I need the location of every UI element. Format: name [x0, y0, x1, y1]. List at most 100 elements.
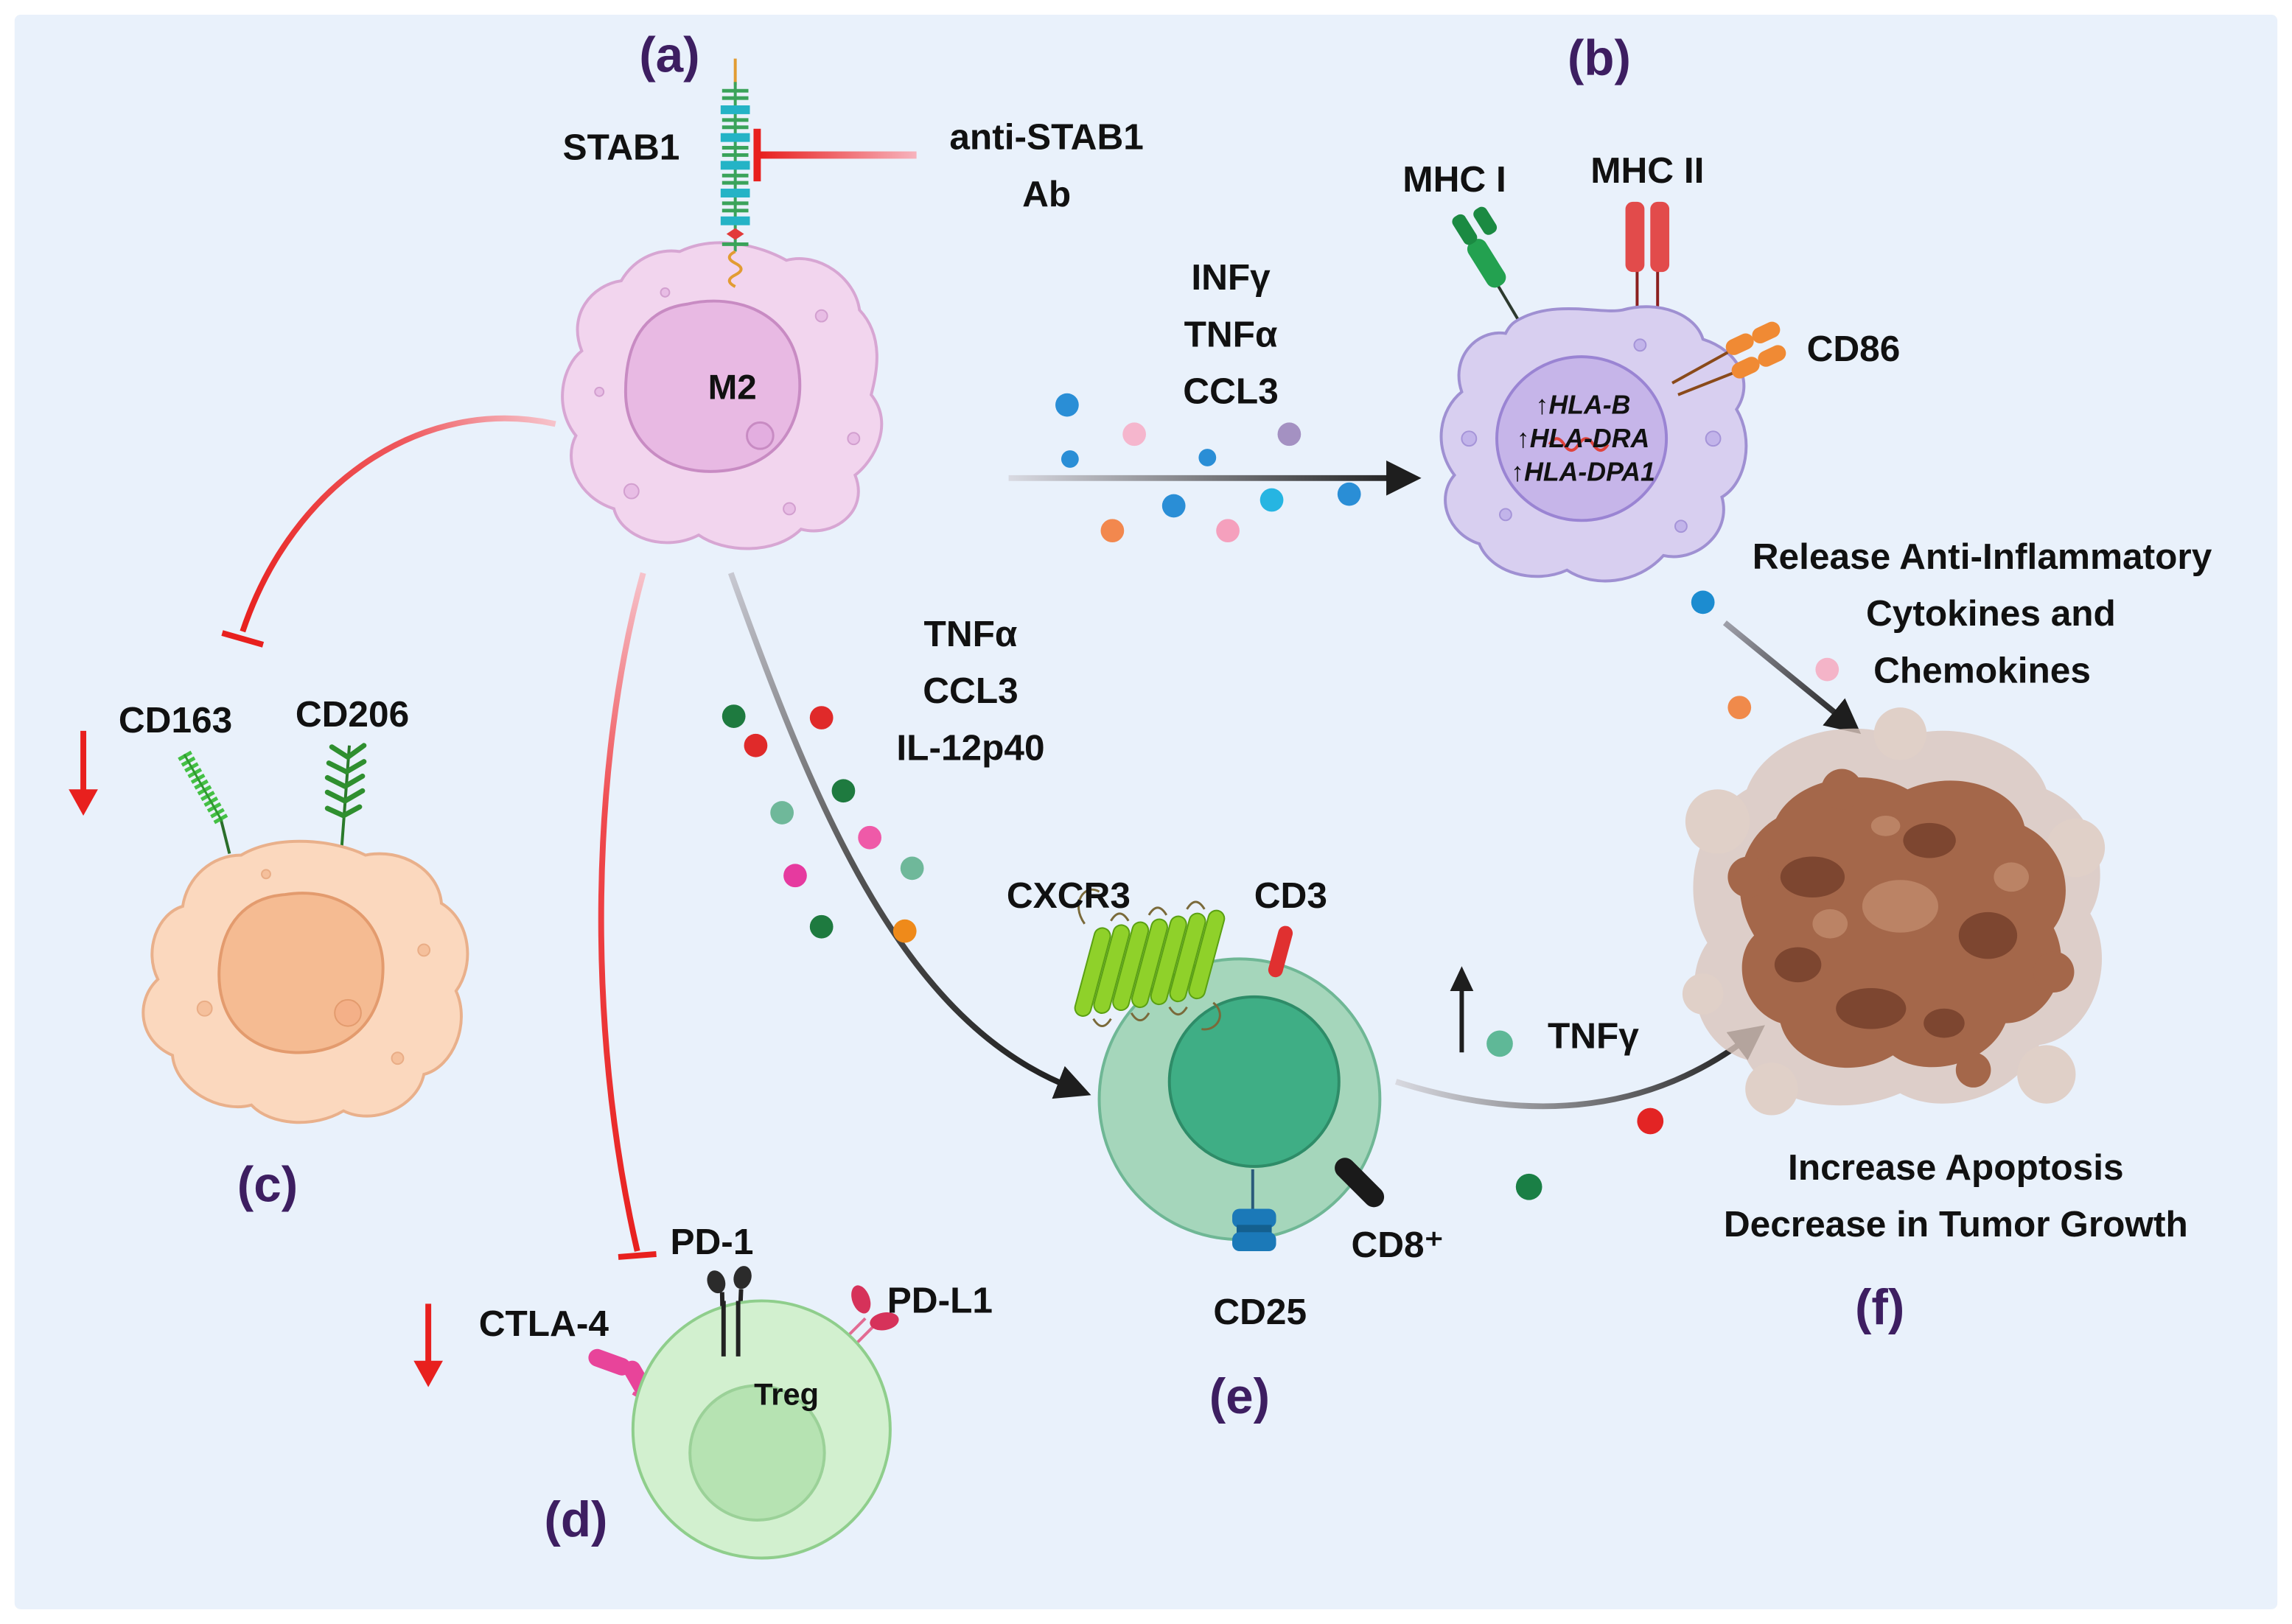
release-text-line1: Release Anti-Inflammatory	[1753, 536, 2212, 577]
cd25-domain	[1232, 1208, 1276, 1228]
cd163-stalk	[219, 818, 231, 855]
stab1-transmembrane	[727, 250, 743, 288]
stab1-link-domain	[726, 228, 744, 240]
cytokine-dot	[1161, 494, 1186, 518]
cxcr3-helix	[1131, 918, 1168, 1009]
cd86-domain	[1758, 345, 1786, 367]
tumor-dark-patch	[1780, 856, 1845, 898]
stab1-fas1-domain	[720, 161, 750, 170]
m2-vesicle	[814, 309, 828, 323]
panel-label-f: (f)	[1855, 1280, 1904, 1335]
panel-label-a: (a)	[639, 27, 699, 83]
tumor-halo-blob	[2017, 1045, 2076, 1104]
cxcr3-helix	[1112, 921, 1150, 1012]
cytokine-dot	[1815, 657, 1839, 682]
apc-cell-nucleus	[1495, 355, 1669, 522]
activation-arrow-icon	[1722, 620, 1862, 735]
apc-vesicle	[1705, 430, 1722, 447]
cd8-cell-nucleus	[1167, 995, 1341, 1168]
gene-name: HLA-DRA	[1530, 424, 1650, 453]
cytokine-dot	[831, 779, 856, 803]
release-text-line3: Chemokines	[1873, 649, 2091, 690]
antigen-presenting-cell: MHC I MHC II CD86 ↑HLA-B ↑HLA-DRA ↑HLA-D…	[1402, 150, 1900, 583]
cytokine-dot	[1061, 450, 1079, 468]
panel-label-c: (c)	[237, 1158, 298, 1213]
m2-marker-inhibition	[221, 415, 556, 648]
apc-to-tumor-release: Release Anti-Inflammatory Cytokines and …	[1691, 536, 2212, 735]
tumor-lobe	[1727, 856, 1769, 898]
cytokine-dot	[1637, 1107, 1664, 1135]
repolarized-macrophage: CD163 CD206	[69, 693, 469, 1124]
m2-to-cd8-activation: TNFα CCL3 IL-12p40	[722, 572, 1091, 1099]
m2-vesicle	[594, 386, 605, 397]
cd206-label: CD206	[296, 693, 409, 735]
cytokine-dot	[1486, 1030, 1513, 1057]
repolarized-vesicle	[261, 869, 271, 880]
mhc-ii-label: MHC II	[1590, 150, 1704, 191]
panel-label-e: (e)	[1209, 1369, 1270, 1424]
cytokine-dot	[809, 914, 834, 939]
panel-label-d: (d)	[544, 1492, 607, 1547]
cd25-label: CD25	[1213, 1291, 1307, 1332]
tumor-halo-blob	[1682, 973, 1724, 1015]
cd3-label: CD3	[1254, 875, 1327, 916]
tumor-halo-blob	[1873, 707, 1927, 760]
inhibition-line	[240, 415, 556, 633]
m2-vesicle	[746, 421, 775, 450]
cytokine-label-ccl3: CCL3	[923, 670, 1018, 711]
m2-to-apc-activation: INFγ TNFα CCL3	[1008, 256, 1422, 543]
outcome-text-line1: Increase Apoptosis	[1788, 1147, 2124, 1188]
repolarized-vesicle	[334, 998, 362, 1027]
tumor-halo-blob	[1745, 1063, 1798, 1116]
repolarized-vesicle	[417, 943, 431, 957]
inhibition-bar-icon	[618, 1251, 657, 1260]
mhc-i-receptor	[1452, 206, 1526, 332]
cytokine-dot	[1198, 449, 1217, 466]
tumor-halo-blob	[2046, 818, 2106, 878]
cytokine-dot	[1515, 1173, 1542, 1200]
tumor-dark-patch	[1958, 911, 2018, 959]
cytokine-dot	[744, 733, 768, 757]
tnfg-label: TNFγ	[1548, 1015, 1639, 1056]
cd86-stalk	[1677, 371, 1735, 396]
mhc-ii-beta-chain	[1650, 201, 1670, 273]
gene-hla-dra: ↑HLA-DRA	[1517, 424, 1649, 453]
cytokine-label-il12p40: IL-12p40	[896, 727, 1044, 769]
cytokine-dot	[1691, 590, 1715, 615]
stab1-receptor: STAB1	[563, 58, 750, 288]
cd206-domains	[324, 743, 367, 819]
mhc-ii-receptor	[1625, 201, 1670, 328]
treg-cell-nucleus	[688, 1384, 826, 1522]
cxcr3-receptor	[1074, 888, 1226, 1031]
cytokine-dot	[1337, 482, 1361, 506]
mhc-i-domain	[1452, 214, 1478, 245]
ctla4-domain	[588, 1348, 631, 1376]
cytokine-dot	[1727, 696, 1752, 720]
mhc-i-label: MHC I	[1402, 158, 1506, 200]
activation-arrow-icon	[727, 572, 1091, 1099]
apc-vesicle	[1674, 519, 1688, 533]
dna-strand-icon	[1548, 437, 1610, 452]
pd1-label: PD-1	[670, 1221, 753, 1262]
down-arrow-head	[69, 789, 98, 816]
gene-hla-b: ↑HLA-B	[1536, 391, 1631, 420]
stab1-fas1-domain	[720, 189, 750, 197]
cytokine-dot	[1216, 519, 1240, 543]
m2-vesicle	[623, 483, 640, 500]
tumor-lobe	[1821, 769, 1862, 811]
cd8-to-tumor-activation: TNFγ	[1394, 966, 1765, 1200]
cxcr3-helix	[1074, 927, 1111, 1017]
cytokine-label-tnfa: TNFα	[924, 613, 1018, 654]
tumor-dark-patch	[1924, 1008, 1965, 1038]
black-up-arrow-icon	[1450, 966, 1474, 1053]
up-arrow-icon: ↑	[1536, 391, 1549, 420]
cytokine-label-tnfa: TNFα	[1184, 313, 1278, 354]
m2-label: M2	[708, 368, 757, 407]
cd86-domain	[1752, 321, 1781, 344]
cd8-label: CD8⁺	[1351, 1224, 1443, 1265]
antibody-label-line2: Ab	[1022, 173, 1071, 214]
apc-vesicle	[1498, 508, 1512, 522]
cd206-stalk	[339, 745, 352, 863]
cd25-domain	[1236, 1225, 1272, 1234]
cxcr3-helix	[1150, 915, 1187, 1006]
